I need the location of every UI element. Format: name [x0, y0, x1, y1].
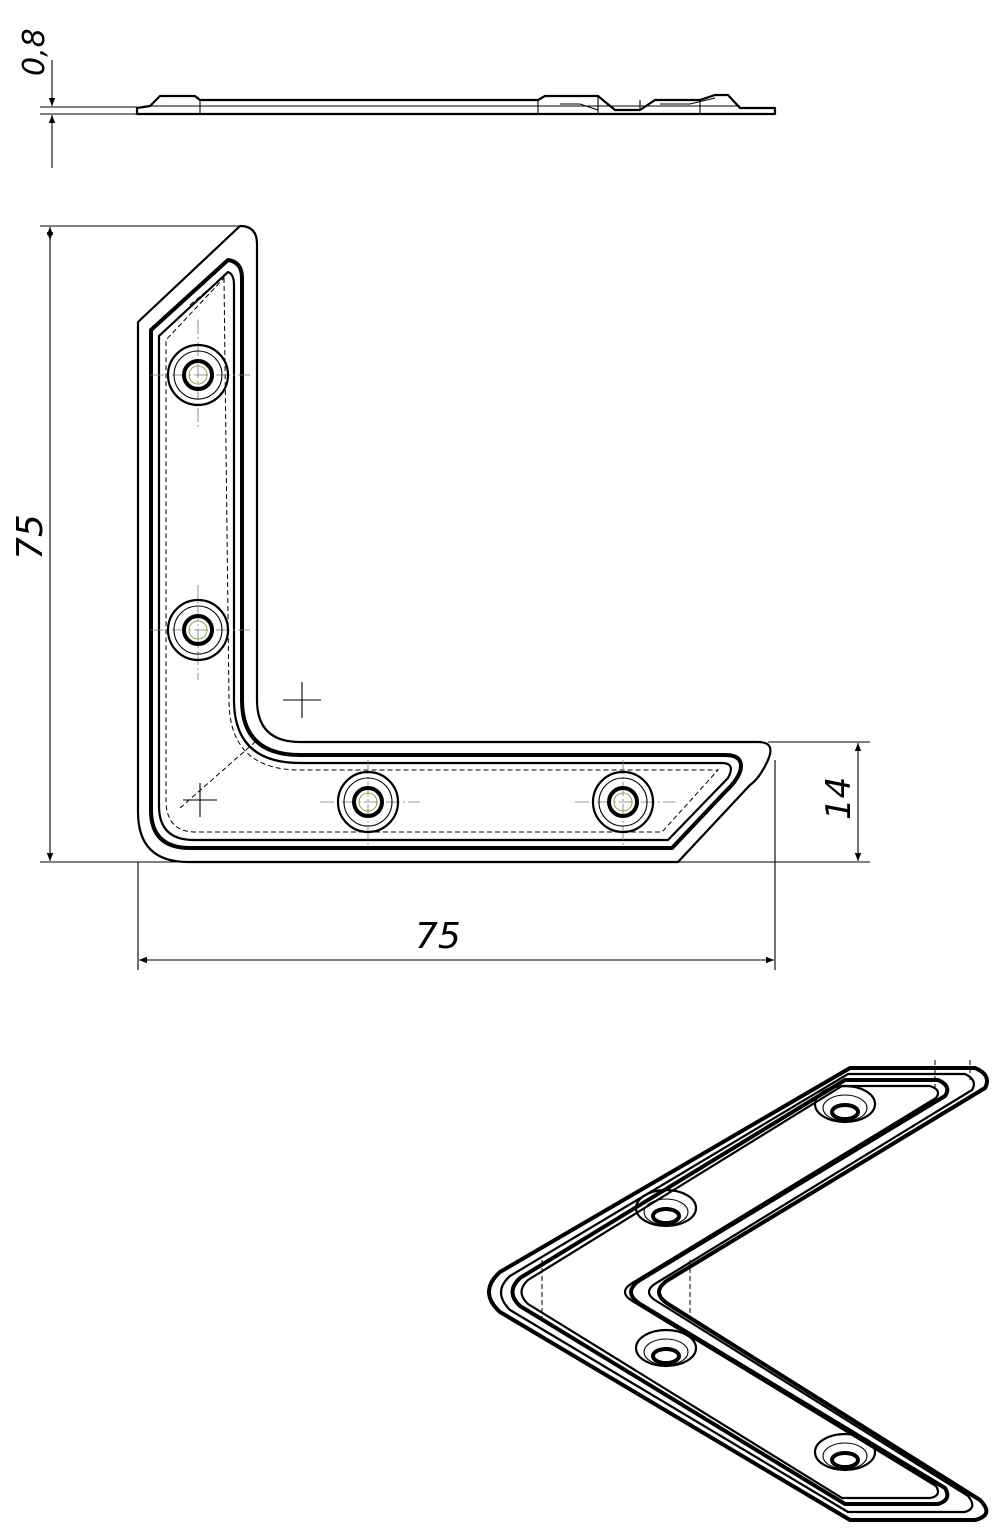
side-view [135, 93, 777, 116]
iso-hole-1 [813, 1084, 877, 1124]
arm-width-dimension: 14 [678, 741, 870, 863]
height-label: 75 [10, 514, 51, 560]
thickness-dimension: 0,8 [17, 28, 137, 168]
hole-2 [150, 585, 250, 680]
hole-1 [150, 320, 250, 430]
iso-hole-2 [634, 1188, 698, 1228]
hole-3 [320, 760, 420, 845]
width-dimension: 75 [137, 760, 776, 970]
thickness-label: 0,8 [17, 28, 52, 76]
height-dimension: 75 [10, 225, 240, 863]
width-label: 75 [415, 916, 461, 957]
iso-hole-3 [634, 1328, 698, 1368]
plan-view [136, 224, 772, 864]
hole-4 [575, 760, 675, 845]
arm-width-label: 14 [819, 777, 859, 820]
isometric-view [487, 1060, 989, 1522]
iso-hole-4 [813, 1432, 877, 1472]
